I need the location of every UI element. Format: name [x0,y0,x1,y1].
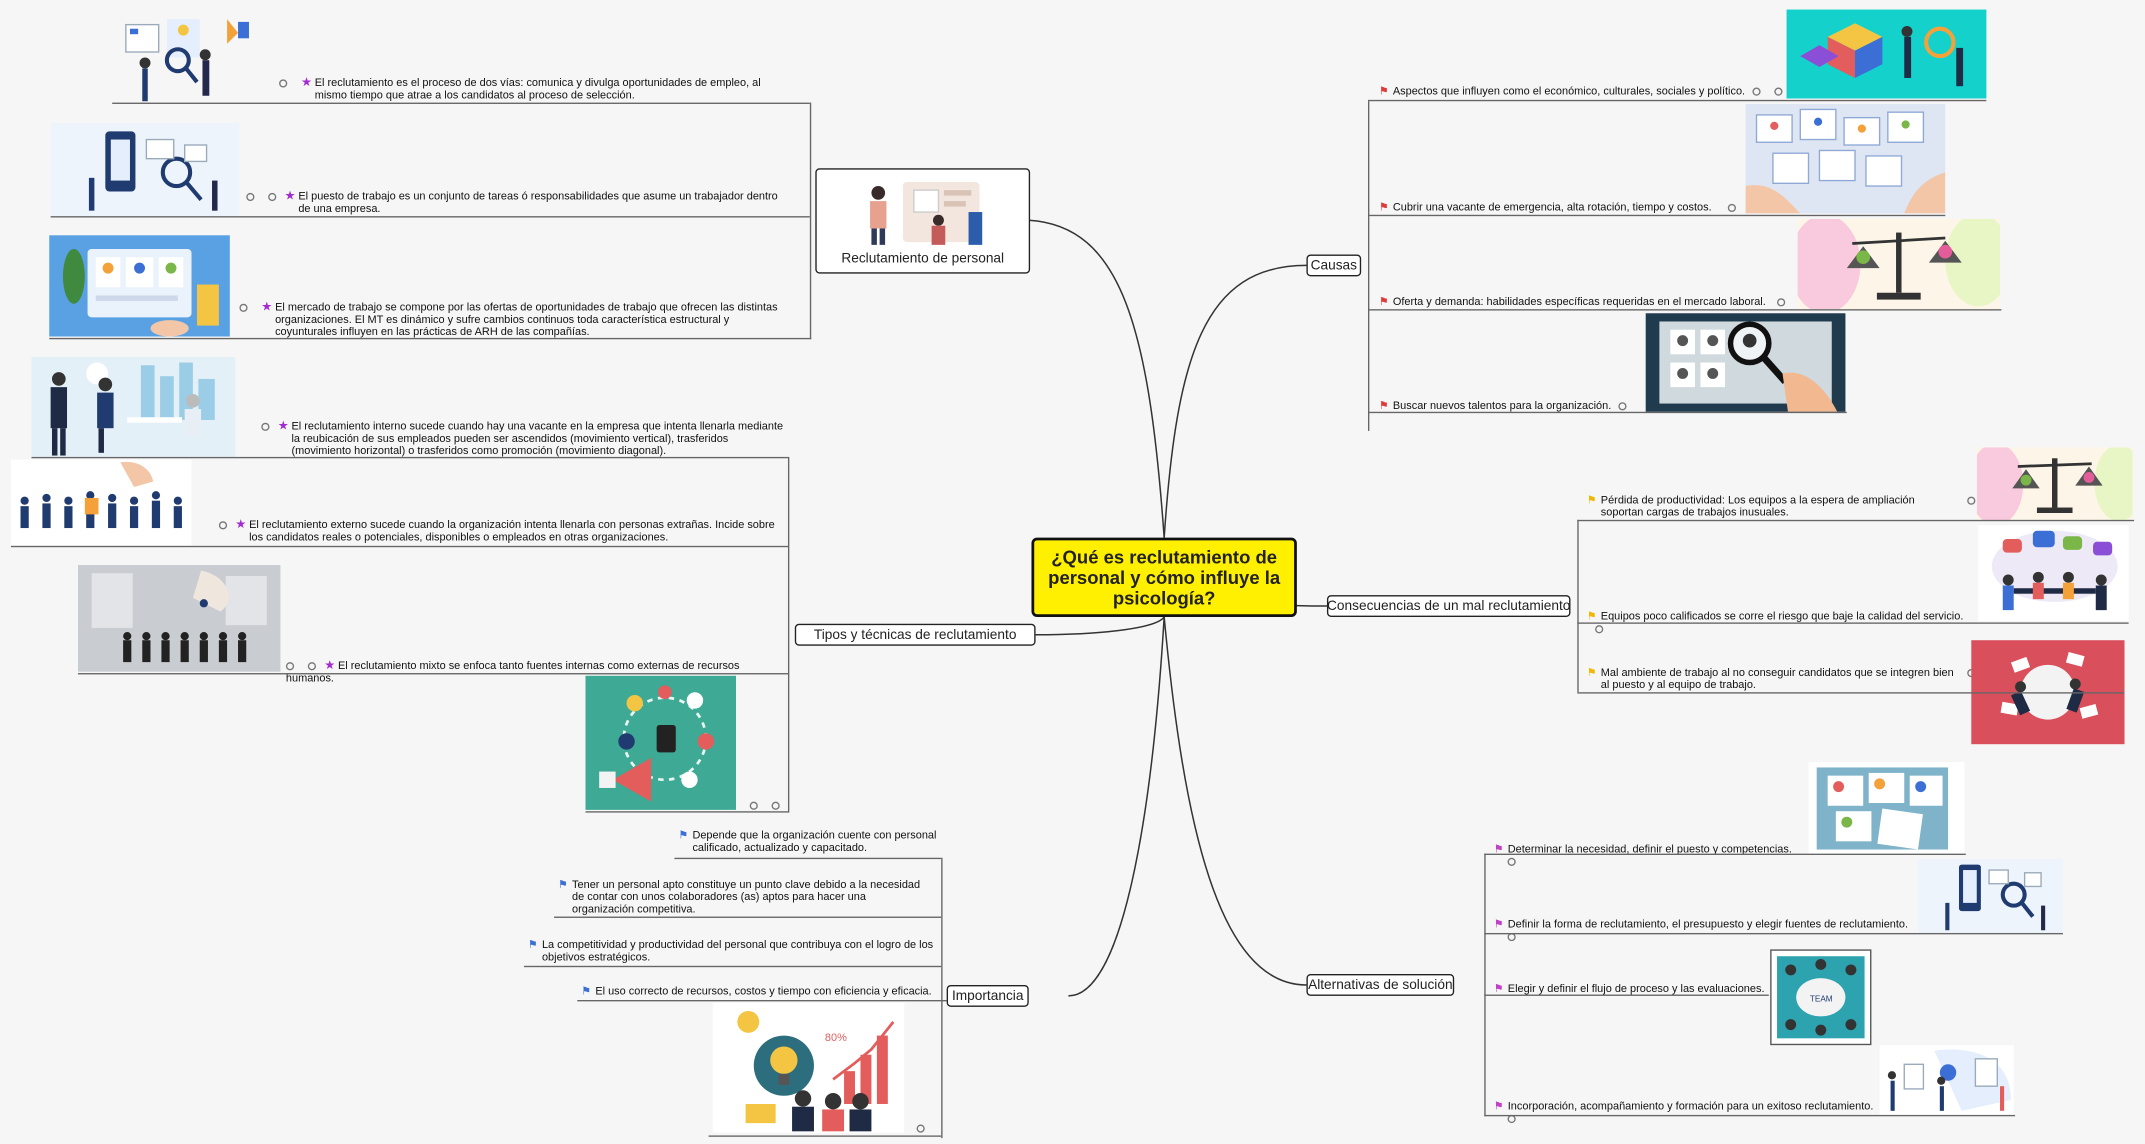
list-item[interactable]: ⚑Aspectos que influyen como el económico… [1379,85,1789,97]
list-item[interactable]: ⚑Oferta y demanda: habilidades específic… [1379,295,1796,308]
onboarding-image [1879,1045,2014,1117]
list-item[interactable]: ★El puesto de trabajo es un conjunto de … [246,189,800,215]
talent-search-image [1645,313,1846,412]
list-item[interactable]: ⚑Tener un personal apto constituye un pu… [558,878,921,916]
vacancy-candidates-image [1745,103,1946,214]
list-item[interactable]: ★El reclutamiento es el proceso de dos v… [279,76,799,102]
list-item[interactable]: ⚑Determinar la necesidad, definir el pue… [1494,843,1802,868]
list-item[interactable]: ⚑Pérdida de productividad: Los equipos a… [1587,494,1977,518]
topic-causas[interactable]: Causas [1306,254,1362,277]
list-item[interactable]: ★El mercado de trabajo se compone por la… [239,300,803,338]
list-item[interactable]: ⚑Depende que la organización cuente con … [678,829,937,854]
productivity-scale-image [1976,447,2133,522]
list-item[interactable]: ★El reclutamiento interno sucede cuando … [261,419,788,457]
central-topic[interactable]: ¿Qué es reclutamiento de personal y cómo… [1031,537,1297,617]
list-item[interactable] [743,799,784,811]
team-label: TEAM [1810,994,1833,1003]
internal-recruitment-image [31,357,236,457]
recruitment-form-image [1917,859,2063,933]
list-item[interactable]: ⚑Incorporación, acompañamiento y formaci… [1494,1100,1884,1125]
unqualified-team-image [1978,525,2129,622]
list-item[interactable]: ⚑Definir la forma de reclutamiento, el p… [1494,918,1918,943]
mixed-recruitment-image [77,564,281,672]
causes-aspects-image [1786,9,1987,99]
supply-demand-scale-image [1797,218,2001,310]
topic-reclutamiento-personal[interactable]: Reclutamiento de personal [815,168,1031,274]
list-item[interactable]: ⚑El uso correcto de recursos, costos y t… [581,984,932,998]
percent-label: 80% [825,1032,847,1044]
list-item[interactable]: ⚑Mal ambiente de trabajo al no conseguir… [1587,666,1977,691]
job-profiles-image [1808,761,1965,855]
recruitment-illustration [869,181,982,245]
topic-label: Reclutamiento de personal [841,251,1005,267]
list-item[interactable]: ⚑Buscar nuevos talentos para la organiza… [1379,399,1646,412]
importance-growth-image: 80% [712,1002,905,1133]
list-item[interactable]: ⚑Elegir y definir el flujo de proceso y … [1493,982,1765,995]
topic-importancia[interactable]: Importancia [946,984,1029,1007]
list-item[interactable]: ★El reclutamiento externo sucede cuando … [218,518,787,543]
team-workflow-image: TEAM [1770,949,1872,1046]
list-item[interactable]: ★El reclutamiento mixto se enfoca tanto … [285,658,740,684]
topic-consecuencias[interactable]: Consecuencias de un mal reclutamiento [1326,595,1571,617]
job-position-image [50,123,240,217]
recruitment-search-image [112,14,269,104]
topic-alternativas[interactable]: Alternativas de solución [1306,974,1455,996]
digital-marketing-image [585,675,736,810]
list-item[interactable]: ⚑La competitividad y productividad del p… [528,938,934,964]
list-item[interactable] [916,1122,931,1134]
list-item[interactable]: ⚑Cubrir una vacante de emergencia, alta … [1379,201,1742,213]
labor-market-image [49,235,230,337]
topic-tipos-tecnicas[interactable]: Tipos y técnicas de reclutamiento [794,623,1036,646]
external-recruitment-image [10,459,192,546]
list-item[interactable]: ⚑Equipos poco calificados se corre el ri… [1587,610,1977,635]
